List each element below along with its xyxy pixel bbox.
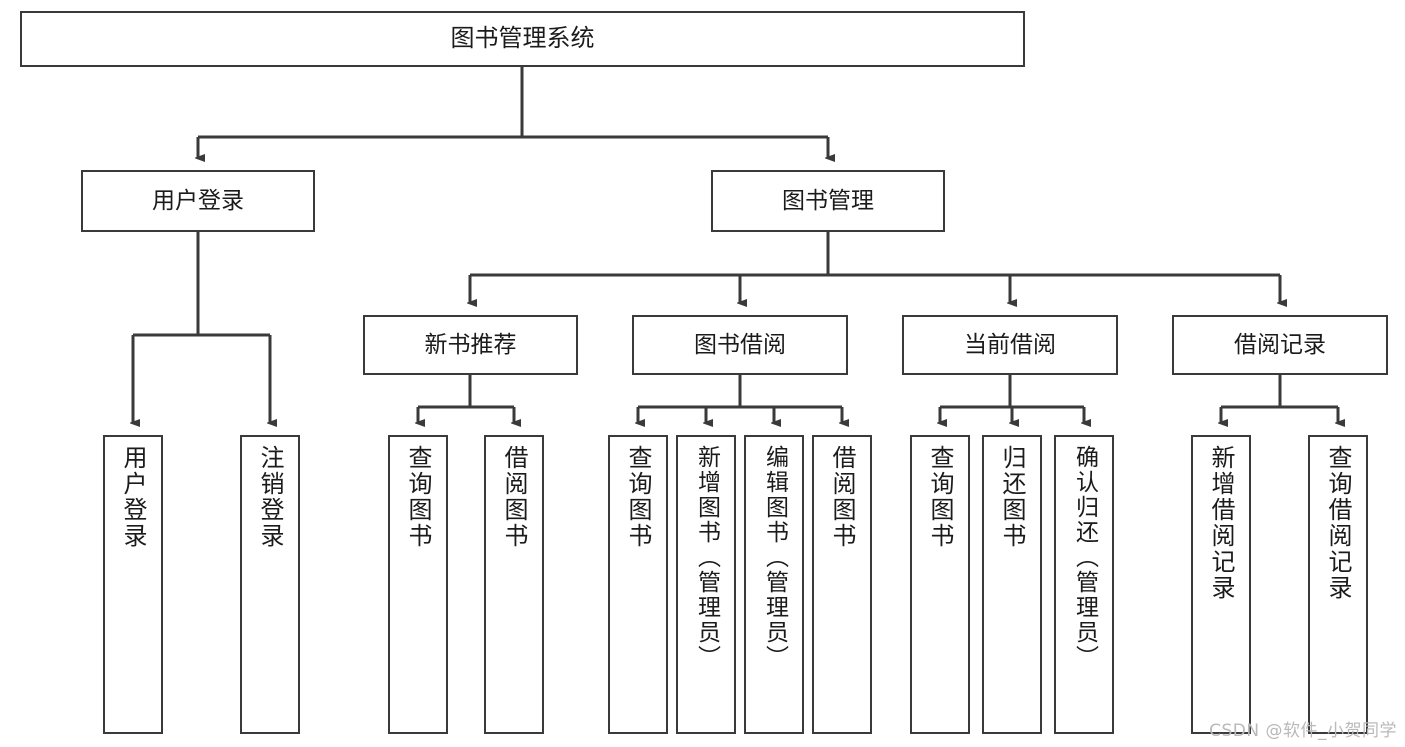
node-leaf-confirm-return-admin[interactable]: 确认归还（管理员） — [1054, 435, 1114, 734]
node-label: 图书管理系统 — [450, 24, 595, 53]
node-label: 借阅图书 — [828, 445, 856, 549]
node-label: 新增图书（管理员） — [693, 445, 720, 670]
node-current-borrow[interactable]: 当前借阅 — [902, 315, 1118, 375]
node-book-management-system[interactable]: 图书管理系统 — [20, 11, 1025, 67]
node-leaf-query-book-recommend[interactable]: 查询图书 — [388, 435, 448, 734]
node-leaf-borrow-book-recommend[interactable]: 借阅图书 — [484, 435, 544, 734]
csdn-watermark: CSDN @软件_小贺同学 — [1209, 721, 1397, 741]
node-label: 查询借阅记录 — [1324, 445, 1352, 601]
node-leaf-query-borrow-record[interactable]: 查询借阅记录 — [1308, 435, 1368, 734]
node-label: 注销登录 — [256, 445, 284, 549]
node-leaf-add-borrow-record[interactable]: 新增借阅记录 — [1191, 435, 1251, 734]
node-label: 编辑图书（管理员） — [761, 445, 788, 670]
node-label: 新书推荐 — [424, 331, 517, 358]
node-book-management[interactable]: 图书管理 — [711, 170, 945, 232]
node-leaf-user-login[interactable]: 用户登录 — [103, 435, 163, 734]
node-leaf-return-book[interactable]: 归还图书 — [982, 435, 1042, 734]
node-label: 查询图书 — [404, 445, 432, 549]
node-label: 确认归还（管理员） — [1071, 445, 1098, 670]
node-label: 图书管理 — [782, 187, 874, 214]
node-label: 当前借阅 — [964, 331, 1056, 358]
node-label: 用户登录 — [152, 187, 244, 214]
node-label: 归还图书 — [998, 445, 1026, 549]
node-label: 查询图书 — [926, 445, 954, 549]
node-label: 借阅图书 — [500, 445, 528, 549]
node-label: 新增借阅记录 — [1207, 445, 1235, 601]
node-label: 查询图书 — [624, 445, 652, 549]
node-label: 图书借阅 — [694, 331, 786, 358]
node-borrow-record[interactable]: 借阅记录 — [1172, 315, 1388, 375]
node-leaf-add-book-admin[interactable]: 新增图书（管理员） — [676, 435, 736, 734]
node-user-login[interactable]: 用户登录 — [81, 170, 315, 232]
node-leaf-edit-book-admin[interactable]: 编辑图书（管理员） — [744, 435, 804, 734]
node-new-book-recommend[interactable]: 新书推荐 — [363, 315, 578, 375]
node-book-borrow[interactable]: 图书借阅 — [632, 315, 848, 375]
node-leaf-query-book-current[interactable]: 查询图书 — [910, 435, 970, 734]
node-label: 用户登录 — [119, 445, 147, 549]
node-leaf-user-logout[interactable]: 注销登录 — [240, 435, 300, 734]
node-leaf-borrow-book-borrow[interactable]: 借阅图书 — [812, 435, 872, 734]
node-leaf-query-book-borrow[interactable]: 查询图书 — [608, 435, 668, 734]
node-label: 借阅记录 — [1234, 331, 1326, 358]
